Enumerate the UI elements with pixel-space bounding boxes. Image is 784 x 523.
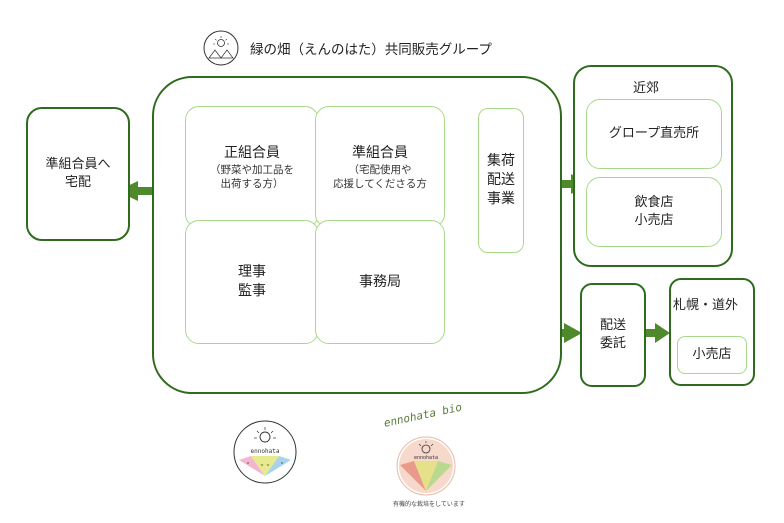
kinko-label: 近郊 [633,81,660,96]
shuka-line1: 集荷 [487,153,515,169]
riji-label: 理事 [238,264,266,280]
riji-box: 理事 監事 [185,220,319,344]
sei-kumiai-note-2: 出荷する方） [220,177,284,190]
ennohata-logo-text: ennohata [251,448,280,455]
header-logo [203,30,239,66]
sei-kumiai-box: 正組合員 （野菜や加工品を 出荷する方） [185,106,319,228]
takuhai-line1: 準組合員へ [45,157,111,172]
arrow-to-takuhai [138,187,159,195]
group-store-box: グロープ直売所 [586,99,722,169]
sapporo-shop-box: 小売店 [677,336,747,374]
haiso-line1: 配送 [599,318,626,333]
restaurant-line1: 飲食店 [634,195,674,210]
sapporo-label: 札幌・道外 [673,298,739,313]
restaurant-box: 飲食店 小売店 [586,177,722,247]
shuka-line2: 配送 [487,172,515,188]
jun-kumiai-label: 準組合員 [352,144,408,161]
jimukyoku-box: 事務局 [315,220,445,344]
shuka-line3: 事業 [487,191,515,207]
page-title: 緑の畑（えんのはた）共同販売グループ [250,42,492,58]
haiso-line2: 委託 [599,336,626,351]
jun-kumiai-box: 準組合員 （宅配使用や 応援してくださる方 [315,106,445,228]
arrow-to-sapporo [646,329,656,337]
takuhai-box: 準組合員へ 宅配 [26,107,130,241]
sei-kumiai-label: 正組合員 [224,144,280,161]
sapporo-shop-label: 小売店 [692,347,732,362]
restaurant-line2: 小売店 [634,213,674,228]
takuhai-line2: 宅配 [64,175,91,190]
ennohata-bio-caption: 有機的な栽培をしています [393,501,465,508]
group-store-label: グロープ直売所 [608,126,700,141]
jun-kumiai-note-2: 応援してくださる方 [333,177,427,190]
kanji-label: 監事 [238,283,266,299]
jimukyoku-label: 事務局 [359,273,401,290]
jun-kumiai-note-1: （宅配使用や [348,163,412,176]
ennohata-logo: ennohata [233,420,297,484]
shuka-box: 集荷 配送 事業 [478,108,524,253]
sei-kumiai-note-1: （野菜や加工品を [210,163,294,176]
haiso-itaku-box: 配送 委託 [580,283,646,387]
ennohata-bio-logo: ennohata [394,435,458,497]
ennohata-bio-logo-text: ennohata [414,455,438,461]
